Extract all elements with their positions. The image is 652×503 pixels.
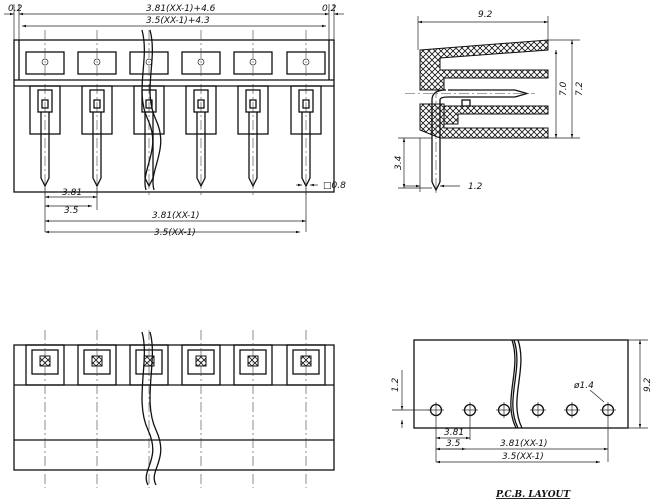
pcb-hole-2: [462, 402, 478, 418]
bottom-cell-4: [181, 330, 221, 488]
pcb-hole-5: [564, 402, 580, 418]
height-b-label: 7.2: [575, 81, 585, 96]
front-pin-4: [181, 30, 221, 195]
front-pin-5: [233, 30, 273, 195]
front-pin-group: [25, 30, 326, 195]
pin-size-label: □0.8: [323, 181, 346, 191]
front-pin-6: [286, 30, 326, 195]
pcb-pitch-381-label: 3.81: [444, 428, 464, 438]
bottom-cell-6: [286, 330, 326, 488]
pcb-edge-offset-label: 1.2: [391, 377, 401, 392]
pcb-hole-3: [496, 402, 512, 418]
pitch-35-label: 3.5: [64, 206, 79, 216]
side-view: 9.2 7.0 7.2 3.4 1.2: [394, 10, 585, 196]
pcb-span-35-label: 3.5(XX-1): [502, 452, 544, 462]
overall-381-label: 3.81(XX-1)+4.6: [146, 4, 216, 14]
pcb-pitch-35-label: 3.5: [446, 439, 461, 449]
pcb-hole-dia-label: ø1.4: [573, 381, 594, 391]
bottom-view: [13, 330, 335, 488]
pcb-hole-1: [428, 402, 444, 418]
pcb-layout-title: P.C.B. LAYOUT: [495, 490, 571, 500]
bottom-cell-3: [129, 330, 169, 488]
pitch-381-label: 3.81: [62, 188, 82, 198]
pcb-layout: 9.2 1.2 ø1.4 3.81 3.5 3.81(XX-1) 3.5(XX-…: [391, 339, 652, 500]
pcb-span-381-label: 3.81(XX-1): [500, 439, 548, 449]
pin-length-label: 3.4: [394, 155, 404, 170]
span-35-label: 3.5(XX-1): [154, 228, 196, 238]
depth-label: 9.2: [478, 10, 493, 20]
pcb-hole-6: [600, 402, 616, 418]
pcb-hole-4: [530, 402, 546, 418]
bottom-cell-1: [25, 330, 65, 488]
bottom-cell-5: [233, 330, 273, 488]
bottom-cell-group: [25, 330, 326, 488]
front-pin-2: [77, 30, 117, 195]
pcb-hole-group: [428, 402, 616, 418]
gap-left-label: 0.2: [8, 4, 23, 14]
front-view: 0.2 0.2 3.81(XX-1)+4.6 3.5(XX-1)+4.3 3.8…: [4, 4, 346, 238]
height-a-label: 7.0: [559, 81, 569, 96]
gap-right-label: 0.2: [322, 4, 337, 14]
pin-offset-label: 1.2: [468, 182, 483, 192]
front-pin-1: [25, 30, 65, 195]
bottom-cell-2: [77, 330, 117, 488]
overall-35-label: 3.5(XX-1)+4.3: [146, 16, 210, 26]
span-381-label: 3.81(XX-1): [152, 211, 200, 221]
front-pin-3: [129, 30, 169, 195]
pcb-height-label: 9.2: [643, 377, 652, 392]
